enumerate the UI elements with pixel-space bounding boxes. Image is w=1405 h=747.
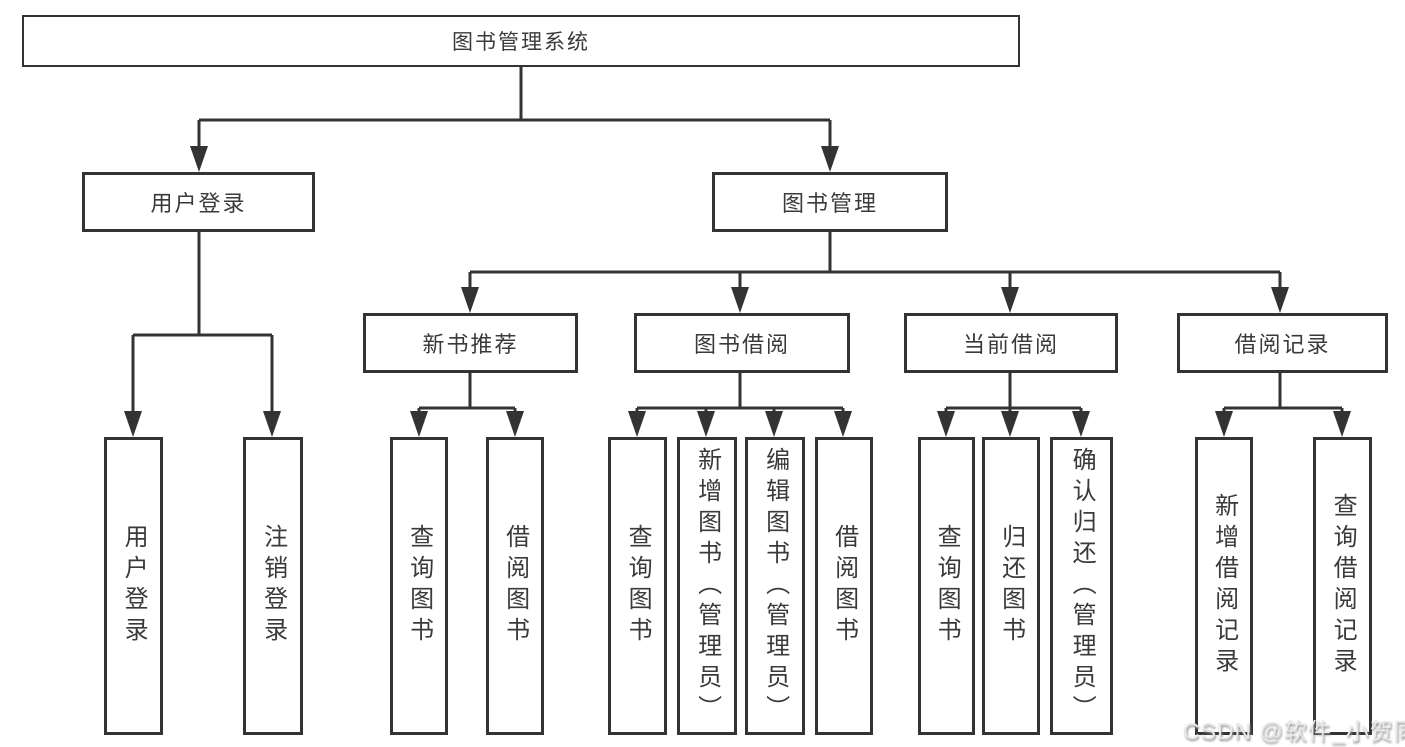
leaf-query-borrowing-record: 查询借阅记录 bbox=[1313, 437, 1372, 735]
leaf-query-books-borrowing: 查询图书 bbox=[608, 437, 667, 735]
leaf-user-login: 用户登录 bbox=[104, 437, 163, 735]
leaf-query-books-recommend: 查询图书 bbox=[390, 437, 448, 735]
node-user-login: 用户登录 bbox=[82, 172, 315, 232]
leaf-edit-books-admin: 编辑图书（管理员） bbox=[745, 437, 805, 735]
leaf-borrow-books: 借阅图书 bbox=[815, 437, 873, 735]
node-current-borrowing: 当前借阅 bbox=[904, 313, 1118, 373]
node-new-book-recommendation: 新书推荐 bbox=[363, 313, 578, 373]
csdn-watermark: CSDN @软件_小贺同学 bbox=[1183, 718, 1405, 744]
node-book-borrowing: 图书借阅 bbox=[634, 313, 850, 373]
leaf-confirm-return-admin: 确认归还（管理员） bbox=[1050, 437, 1113, 735]
leaf-borrow-books-recommend: 借阅图书 bbox=[486, 437, 544, 735]
leaf-logout: 注销登录 bbox=[243, 437, 303, 735]
node-library-management-system: 图书管理系统 bbox=[22, 15, 1020, 67]
node-book-management: 图书管理 bbox=[712, 172, 948, 232]
node-borrowing-records: 借阅记录 bbox=[1177, 313, 1388, 373]
leaf-add-books-admin: 新增图书（管理员） bbox=[677, 437, 737, 735]
leaf-query-books-current: 查询图书 bbox=[918, 437, 975, 735]
leaf-add-borrowing-record: 新增借阅记录 bbox=[1195, 437, 1253, 735]
arrowheads bbox=[124, 146, 1351, 437]
leaf-return-books: 归还图书 bbox=[982, 437, 1040, 735]
